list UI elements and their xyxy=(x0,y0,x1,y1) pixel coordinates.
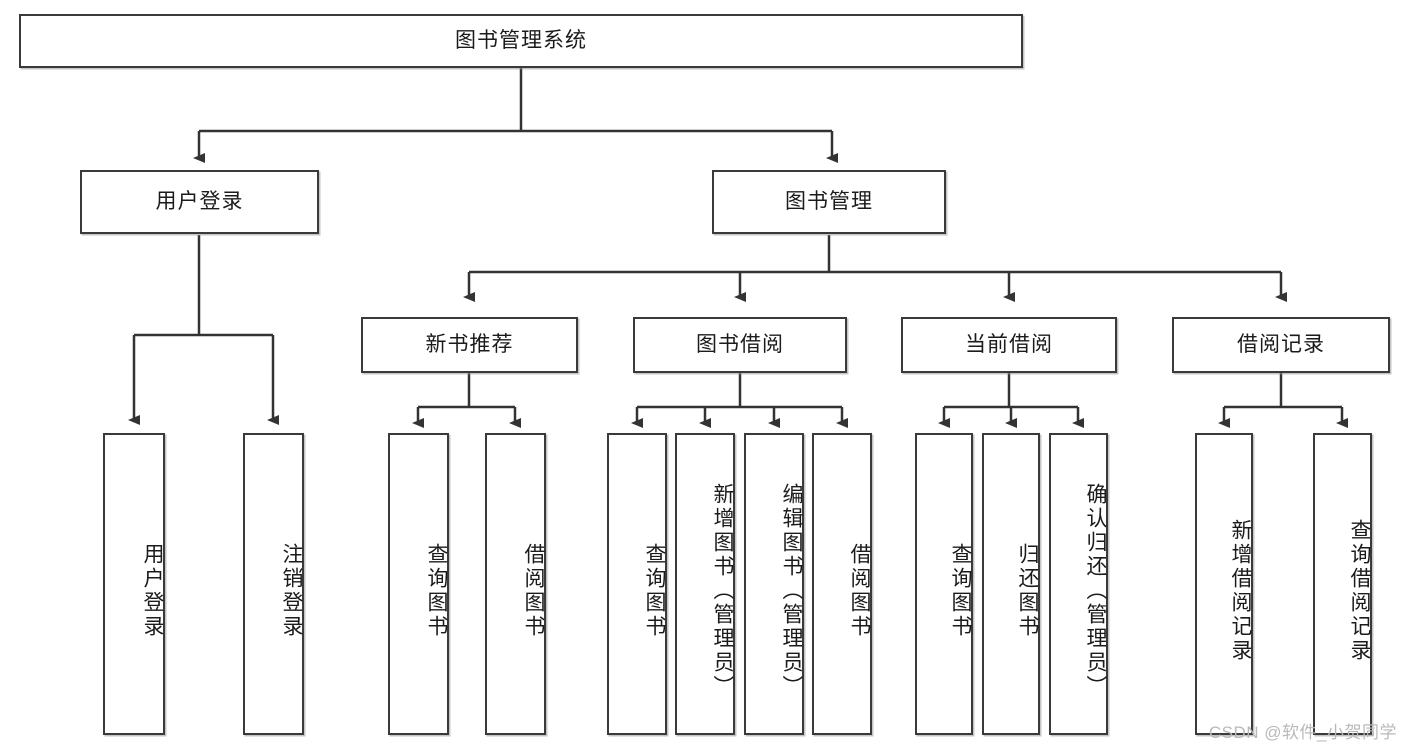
leaf-query-borrow-record[interactable]: 查询借阅记录 xyxy=(1313,433,1372,735)
node-borrow-record[interactable]: 借阅记录 xyxy=(1172,317,1390,373)
leaf-label: 新增图书（管理员） xyxy=(711,483,734,699)
leaf-borrow-book[interactable]: 借阅图书 xyxy=(812,433,872,735)
leaf-query-book-recommendation[interactable]: 查询图书 xyxy=(388,433,449,735)
leaf-label: 新增借阅记录 xyxy=(1229,519,1252,663)
leaf-label: 编辑图书（管理员） xyxy=(780,483,803,699)
leaf-query-book-borrow[interactable]: 查询图书 xyxy=(607,433,667,735)
leaf-borrow-book-recommendation[interactable]: 借阅图书 xyxy=(485,433,546,735)
leaf-add-borrow-record[interactable]: 新增借阅记录 xyxy=(1195,433,1253,735)
node-book-borrow[interactable]: 图书借阅 xyxy=(633,317,847,373)
leaf-add-book-admin[interactable]: 新增图书（管理员） xyxy=(675,433,735,735)
leaf-label: 用户登录 xyxy=(141,543,164,639)
node-book-manage[interactable]: 图书管理 xyxy=(712,170,946,234)
leaf-label: 查询图书 xyxy=(425,543,448,639)
leaf-label: 查询图书 xyxy=(949,543,972,639)
node-current-borrow[interactable]: 当前借阅 xyxy=(901,317,1117,373)
leaf-label: 借阅图书 xyxy=(848,543,871,639)
leaf-user-logout[interactable]: 注销登录 xyxy=(243,433,304,735)
leaf-confirm-return-admin[interactable]: 确认归还（管理员） xyxy=(1049,433,1108,735)
leaf-label: 查询图书 xyxy=(643,543,666,639)
leaf-query-book-current[interactable]: 查询图书 xyxy=(915,433,973,735)
leaf-label: 注销登录 xyxy=(280,543,303,639)
leaf-label: 借阅图书 xyxy=(522,543,545,639)
leaf-edit-book-admin[interactable]: 编辑图书（管理员） xyxy=(744,433,804,735)
leaf-label: 查询借阅记录 xyxy=(1348,519,1371,663)
leaf-user-login[interactable]: 用户登录 xyxy=(103,433,165,735)
leaf-label: 确认归还（管理员） xyxy=(1084,483,1107,699)
node-new-book-recommendation[interactable]: 新书推荐 xyxy=(361,317,578,373)
leaf-return-book[interactable]: 归还图书 xyxy=(982,433,1040,735)
node-user-login[interactable]: 用户登录 xyxy=(80,170,319,234)
csdn-watermark: CSDN @软件_小贺同学 xyxy=(1208,723,1397,742)
node-root-title[interactable]: 图书管理系统 xyxy=(19,14,1023,68)
leaf-label: 归还图书 xyxy=(1016,543,1039,639)
